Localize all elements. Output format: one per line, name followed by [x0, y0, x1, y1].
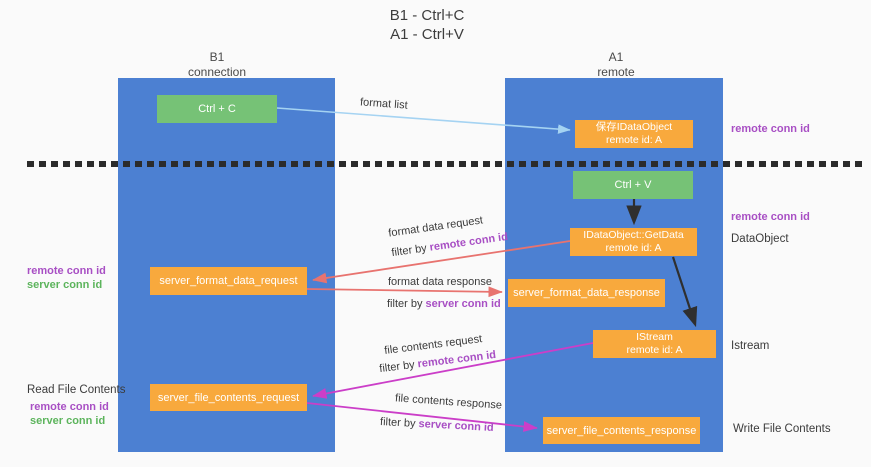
label-dataobject: DataObject: [731, 233, 789, 245]
box-server-file-contents-request: server_file_contents_request: [150, 384, 307, 411]
filter-by-text: filter by: [387, 298, 423, 310]
arrow-format-data-response: [306, 286, 503, 298]
box-ctrl-v-label: Ctrl + V: [614, 179, 652, 191]
label-format-data-response: format data response: [388, 276, 492, 288]
server-conn-id-text: server conn id: [425, 298, 501, 310]
column-b1-subtitle: connection: [187, 65, 247, 79]
box-server-file-contents-response: server_file_contents_response: [543, 417, 700, 444]
label-read-file-contents: Read File Contents: [27, 384, 126, 396]
label-write-file-contents: Write File Contents: [733, 423, 831, 435]
remote-conn-id-text: remote conn id: [428, 230, 509, 254]
box-ctrl-c-label: Ctrl + C: [198, 103, 236, 115]
label-remote-conn-id-top-right: remote conn id: [731, 123, 810, 135]
box-server-format-data-response-label: server_format_data_response: [513, 287, 660, 299]
label-remote-conn-id-left-1: remote conn id: [27, 265, 106, 277]
remote-conn-id-text: remote conn id: [416, 348, 497, 371]
box-save-idataobject: 保存IDataObject remote id: A: [575, 120, 693, 148]
box-idataobject-getdata-label: IDataObject::GetData: [583, 229, 684, 241]
column-b1-name: B1: [209, 50, 225, 64]
box-server-format-data-request: server_format_data_request: [150, 267, 307, 295]
label-filter-by-server-conn-id-1: filter by server conn id: [387, 298, 501, 310]
box-ctrl-c: Ctrl + C: [157, 95, 277, 123]
box-istream: IStream remote id: A: [593, 330, 716, 358]
label-file-contents-response: file contents response: [394, 392, 503, 412]
box-server-format-data-response: server_format_data_response: [508, 279, 665, 307]
label-remote-conn-id-left-2: remote conn id: [30, 401, 109, 413]
box-server-file-contents-request-label: server_file_contents_request: [157, 391, 300, 404]
box-save-idataobject-sublabel: remote id: A: [605, 134, 663, 146]
title-line-2: A1 - Ctrl+V: [390, 26, 464, 43]
box-server-format-data-request-label: server_format_data_request: [159, 275, 298, 287]
column-a1-name: A1: [608, 50, 624, 64]
box-istream-sublabel: remote id: A: [626, 344, 683, 356]
box-server-file-contents-response-label: server_file_contents_response: [546, 424, 697, 437]
label-remote-conn-id-right-2: remote conn id: [731, 211, 810, 223]
label-server-conn-id-left-1: server conn id: [27, 279, 103, 291]
column-header-b1: B1 connection: [142, 50, 292, 80]
filter-by-text: filter by: [378, 358, 416, 376]
column-a1-subtitle: remote: [597, 65, 635, 79]
label-istream: Istream: [731, 340, 770, 352]
label-filter-by-server-conn-id-2: filter by server conn id: [380, 416, 494, 434]
column-header-a1: A1 remote: [541, 50, 691, 80]
title-line-1: B1 - Ctrl+C: [389, 7, 465, 24]
box-ctrl-v: Ctrl + V: [573, 171, 693, 199]
filter-by-text: filter by: [390, 242, 428, 260]
box-idataobject-getdata-sublabel: remote id: A: [605, 242, 662, 254]
label-server-conn-id-left-2: server conn id: [30, 415, 106, 427]
box-istream-label: IStream: [636, 331, 673, 343]
filter-by-text: filter by: [379, 416, 416, 430]
box-save-idataobject-label: 保存IDataObject: [595, 121, 673, 133]
box-idataobject-getdata: IDataObject::GetData remote id: A: [570, 228, 697, 256]
diagram-title: B1 - Ctrl+C A1 - Ctrl+V: [0, 6, 854, 44]
server-conn-id-text: server conn id: [418, 418, 494, 434]
label-format-list: format list: [359, 96, 409, 112]
